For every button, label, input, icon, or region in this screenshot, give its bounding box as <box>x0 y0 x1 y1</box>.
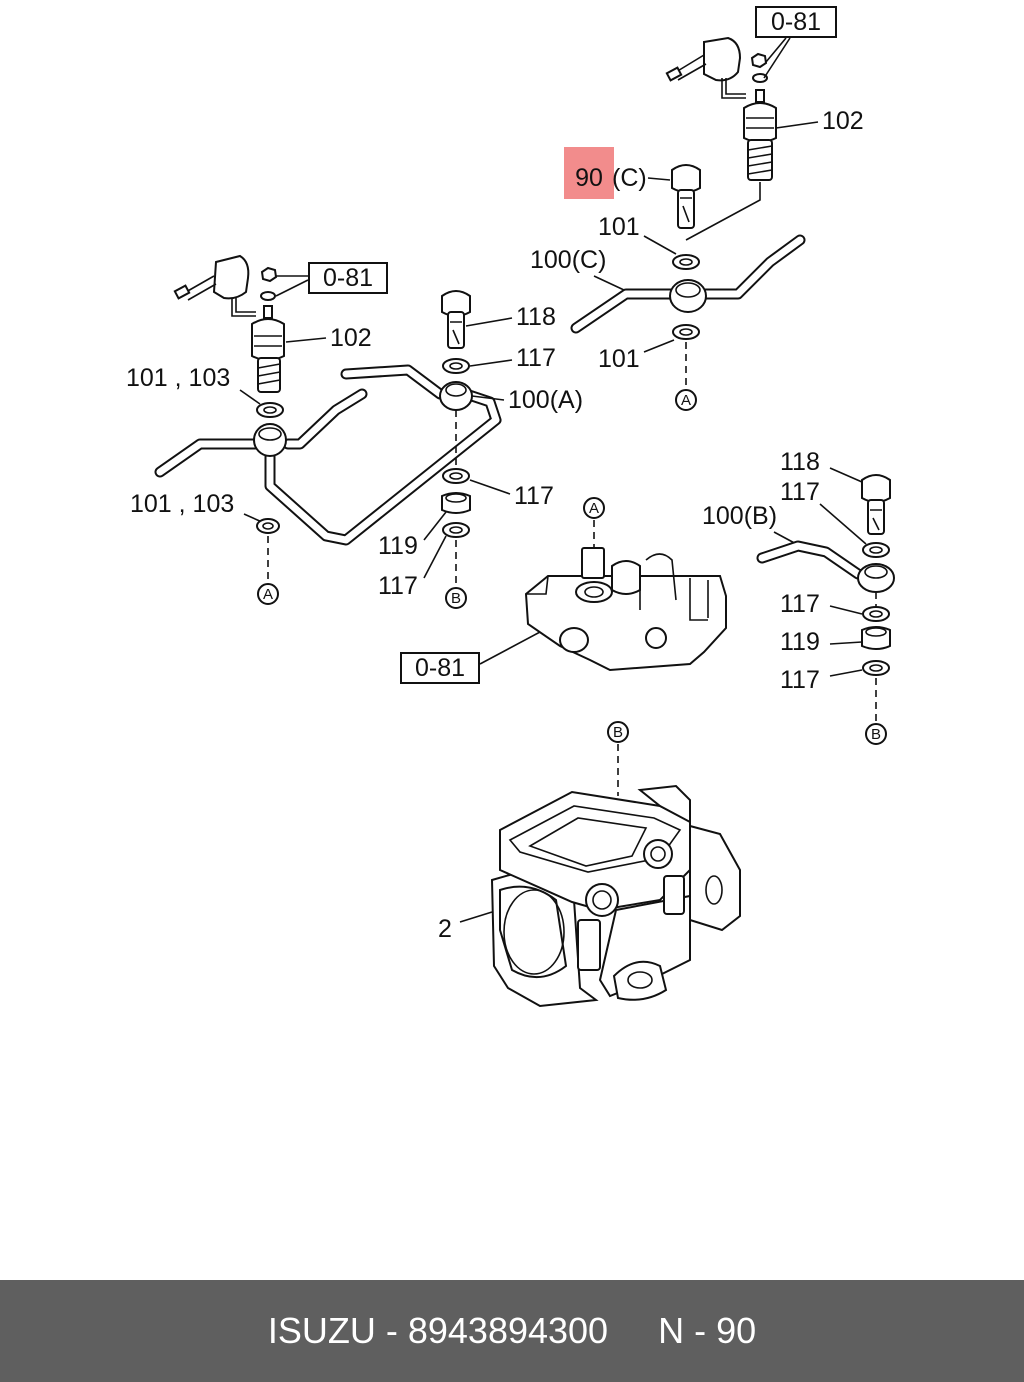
callout-100a: 100(A) <box>508 386 583 414</box>
callout-101-103-b: 101 , 103 <box>130 490 234 518</box>
marker-a-2: A <box>263 586 273 603</box>
marker-b-2: B <box>871 726 881 743</box>
callout-100b: 100(B) <box>702 502 777 530</box>
ref-0-81-middle: 0-81 <box>415 654 465 682</box>
callout-90-suffix: (C) <box>612 164 647 192</box>
page-number: 90 <box>716 1310 757 1351</box>
parts-diagram: 0-81 102 90 (C) 101 100(C) 101 A <box>126 6 895 1008</box>
callout-2: 2 <box>438 915 452 943</box>
callout-117-d: 117 <box>780 478 820 506</box>
pump-body: B 2 <box>438 721 741 1008</box>
callout-90[interactable]: 90 <box>575 164 603 192</box>
callout-117-c: 117 <box>378 572 418 600</box>
callout-117-b: 117 <box>514 482 554 510</box>
callout-117-f: 117 <box>780 666 820 694</box>
callout-118-right: 118 <box>780 448 820 476</box>
marker-a-1: A <box>681 392 691 409</box>
callout-119-left: 119 <box>378 532 418 560</box>
callout-101-103-a: 101 , 103 <box>126 364 230 392</box>
brand-label: ISUZU <box>267 1310 376 1351</box>
highlight-box <box>564 147 614 199</box>
part-number: 8943894300 <box>407 1310 609 1351</box>
center-stack: 118 117 100(A) 117 119 117 B <box>378 290 583 609</box>
callout-101-right: 101 <box>598 345 640 373</box>
callout-100c: 100(C) <box>530 246 606 274</box>
callout-118-left: 118 <box>516 303 556 331</box>
right-stack: 118 117 100(B) 117 119 117 B <box>702 448 895 745</box>
marker-b-1: B <box>451 590 461 607</box>
footer-bar: ISUZU - 8943894300 N - 90 <box>0 1280 1024 1382</box>
callout-119-right: 119 <box>780 628 820 656</box>
ref-0-81-top: 0-81 <box>771 8 821 36</box>
spacer <box>608 1310 658 1352</box>
callout-101-top: 101 <box>598 213 640 241</box>
marker-b-3: B <box>613 724 623 741</box>
middle-housing: A 0-81 <box>400 497 727 684</box>
left-assembly: 0-81 102 101 , 103 101 , 103 A <box>126 254 502 605</box>
ref-0-81-left: 0-81 <box>323 264 373 292</box>
page-label: N <box>658 1310 685 1351</box>
separator: - <box>375 1310 408 1351</box>
separator-2: - <box>684 1310 717 1351</box>
callout-102-left: 102 <box>330 324 372 352</box>
top-right-assembly: 0-81 102 90 (C) 101 100(C) 101 A <box>530 6 864 411</box>
callout-102-top: 102 <box>822 107 864 135</box>
callout-117-e: 117 <box>780 590 820 618</box>
marker-a-3: A <box>589 500 599 517</box>
callout-117-a: 117 <box>516 344 556 372</box>
